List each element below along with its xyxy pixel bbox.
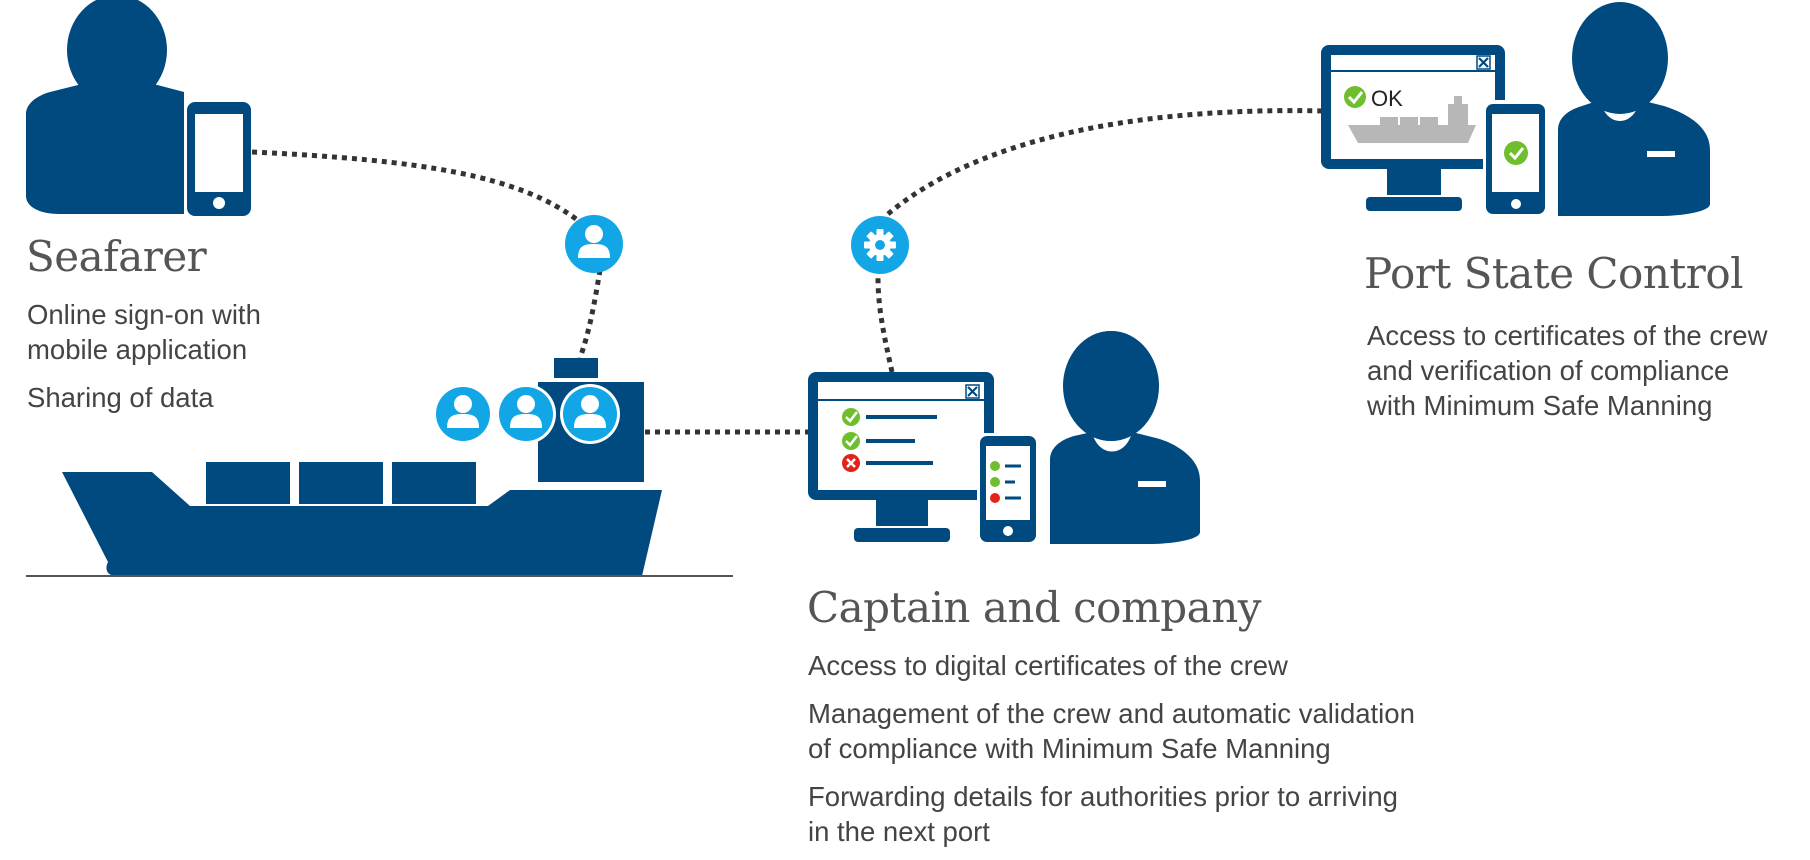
psc-title: Port State Control (1364, 249, 1744, 298)
psc-line: and verification of compliance (1367, 355, 1730, 386)
captain-smartphone-icon (977, 433, 1039, 545)
ship-icon (1348, 96, 1476, 143)
psc-smartphone-icon (1483, 100, 1548, 216)
user-badge-icon (565, 215, 623, 273)
psc-line: Access to certificates of the crew (1367, 320, 1768, 351)
captain-title: Captain and company (807, 583, 1261, 632)
monitor-status: OK (1371, 86, 1403, 111)
crew-member-icon (560, 384, 620, 444)
seafarer-description: Online sign-on with mobile application S… (27, 297, 261, 415)
psc-description: Access to certificates of the crew and v… (1367, 318, 1767, 423)
seafarer-to-badge-connector (251, 149, 582, 224)
gear-badge-icon (851, 216, 909, 274)
psc-officer-icon (1558, 2, 1710, 216)
captain-line: of compliance with Minimum Safe Manning (808, 733, 1331, 764)
check-icon (1344, 86, 1366, 108)
captain-line: Access to digital certificates of the cr… (808, 650, 1288, 681)
crew-member-icon (433, 384, 493, 444)
seafarer-line: mobile application (27, 334, 248, 365)
seafarer-line: Sharing of data (27, 382, 214, 413)
container-ship-icon (62, 358, 662, 576)
captain-line: Forwarding details for authorities prior… (808, 781, 1398, 812)
connector-lines (251, 108, 1326, 435)
psc-badge-bar (1647, 151, 1675, 157)
seafarer-line: Online sign-on with (27, 299, 261, 330)
captain-line: Management of the crew and automatic val… (808, 698, 1415, 729)
crew-member-icon (496, 384, 556, 444)
seafarer-person-icon (26, 0, 184, 214)
captain-description: Access to digital certificates of the cr… (808, 648, 1415, 849)
seafarer-title: Seafarer (26, 232, 207, 281)
badge-to-ship-connector (577, 269, 603, 359)
seafarer-smartphone-icon (187, 102, 251, 216)
psc-line: with Minimum Safe Manning (1367, 390, 1713, 421)
gear-to-port-connector (886, 108, 1326, 216)
captain-badge-bar (1138, 481, 1166, 487)
captain-line: in the next port (808, 816, 990, 847)
checklist-icon (842, 408, 937, 472)
